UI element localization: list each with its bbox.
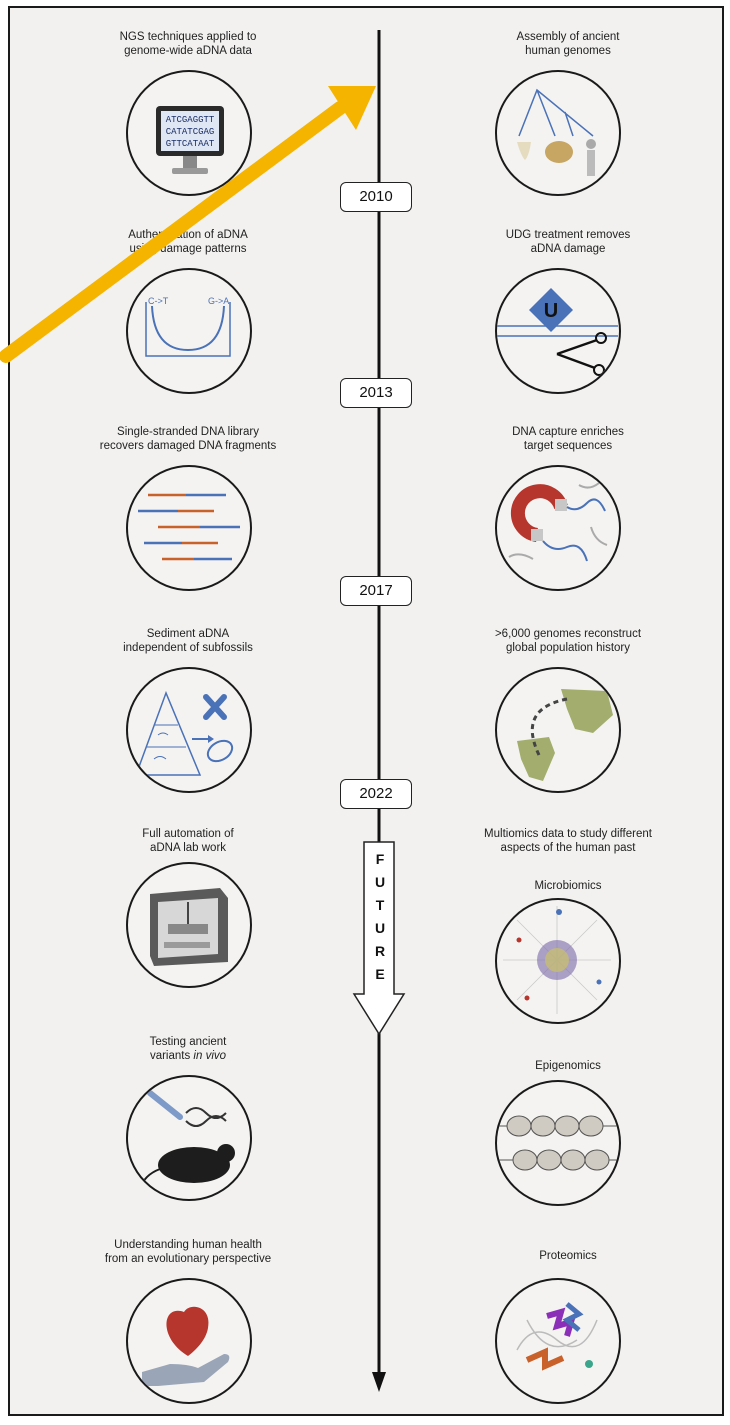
future-letter: T [375, 897, 385, 913]
mouse-injection-icon [126, 1075, 252, 1201]
migration-map-icon [495, 667, 621, 793]
svg-text:CATATCGAG: CATATCGAG [166, 127, 215, 137]
magnet-capture-icon [495, 465, 621, 591]
damage-pattern-curve-icon: C->T G->A [126, 268, 252, 394]
svg-text:GTTCATAAT: GTTCATAAT [166, 139, 215, 149]
phylogeny-hominin-icon [495, 70, 621, 196]
omics-label: Epigenomics [535, 1060, 601, 1072]
heart-in-hand-icon [126, 1278, 252, 1404]
svg-text:C->T: C->T [148, 296, 169, 306]
year-label: 2010 [340, 182, 412, 212]
event-caption: Testing ancient variants in vivo [149, 1036, 227, 1062]
future-letter: U [374, 920, 386, 936]
dna-fragments-icon [126, 465, 252, 591]
udg-scissors-icon: U [495, 268, 621, 394]
omics-label: Microbiomics [534, 880, 602, 892]
sediment-chromosome-mitochondria-icon [126, 667, 252, 793]
future-letter: E [375, 966, 385, 982]
year-label: 2017 [340, 576, 412, 606]
future-letter: F [375, 851, 385, 867]
future-letter: R [374, 943, 386, 959]
lab-robot-icon [126, 862, 252, 988]
microbiome-circos-icon [495, 898, 621, 1024]
omics-label: Proteomics [539, 1250, 597, 1262]
svg-text:U: U [544, 300, 558, 322]
monitor-dna-sequence-icon: ATCGAGGTT CATATCGAG GTTCATAAT [126, 70, 252, 196]
protein-structure-icon [495, 1278, 621, 1404]
svg-text:ATCGAGGTT: ATCGAGGTT [166, 115, 215, 125]
year-label: 2022 [340, 779, 412, 809]
svg-text:G->A: G->A [208, 296, 229, 306]
future-arrow [352, 841, 406, 1036]
future-letter: U [374, 874, 386, 890]
year-label: 2013 [340, 378, 412, 408]
nucleosome-icon [495, 1080, 621, 1206]
